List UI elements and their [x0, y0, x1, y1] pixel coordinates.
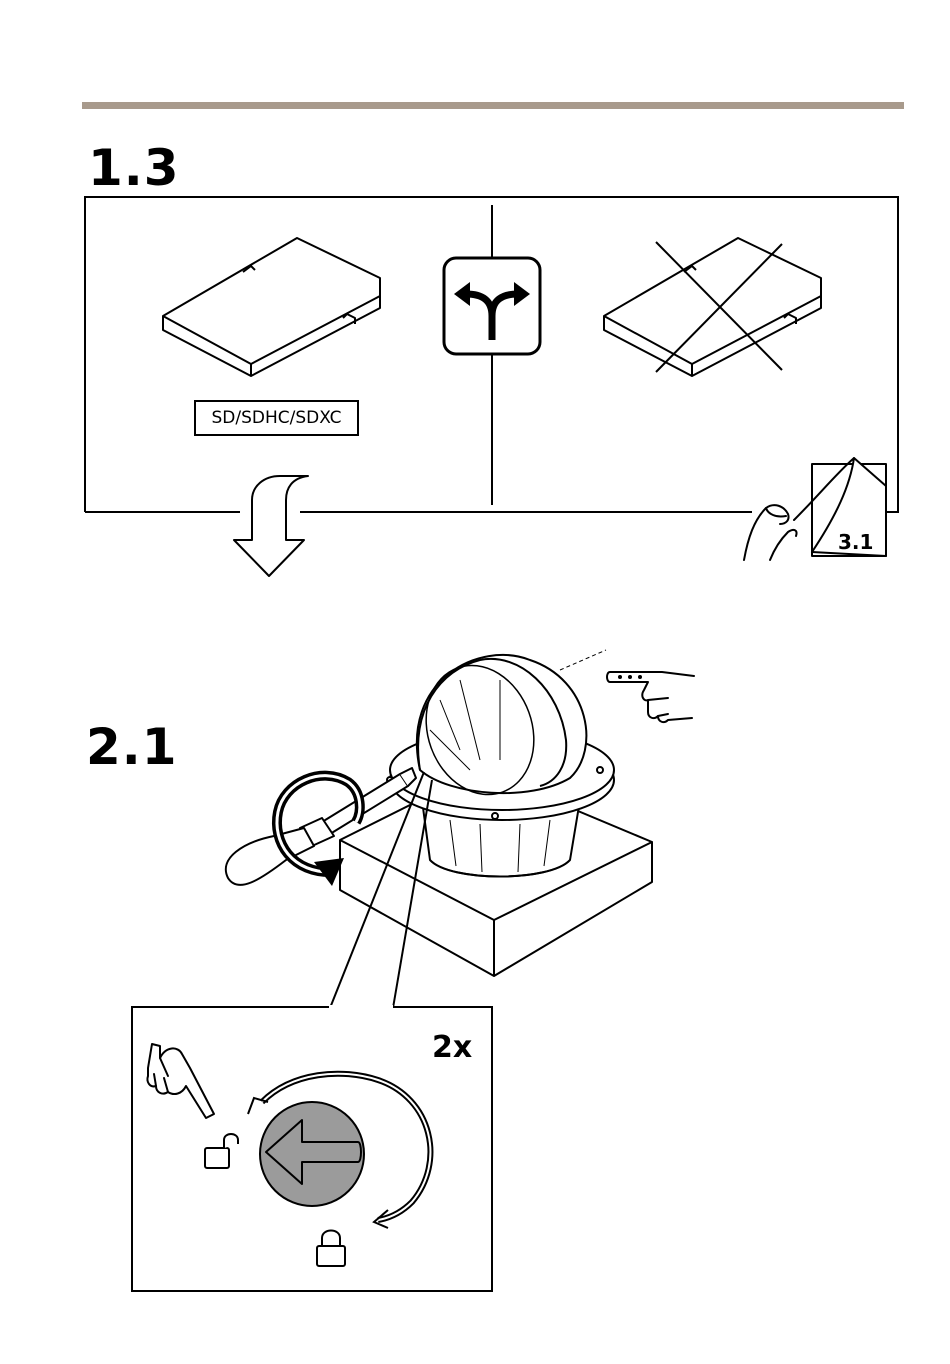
lock-open-icon: [202, 1130, 242, 1170]
lock-closed-icon: [312, 1226, 352, 1270]
knob-arrow-icon: [232, 1062, 472, 1262]
repeat-count: 2x: [432, 1030, 472, 1065]
press-hand-icon: [142, 1038, 222, 1118]
